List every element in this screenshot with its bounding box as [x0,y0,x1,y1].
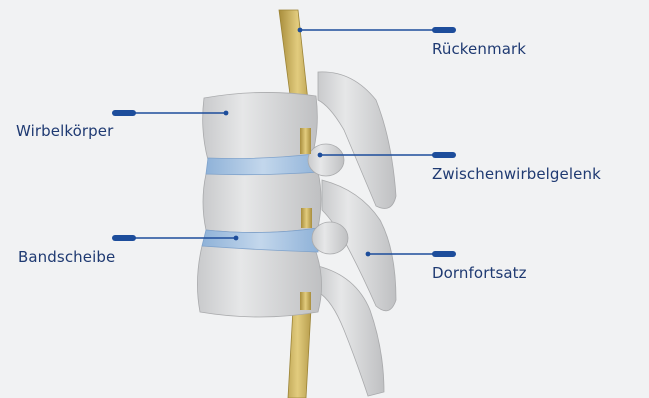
marker-spinous-process [432,251,456,257]
facet-joint-lower [312,222,348,254]
label-vertebral-body: Wirbelkörper [16,122,113,140]
spinal-cord-gap-bottom [300,292,311,310]
marker-vertebral-body [112,110,136,116]
label-spinous-process: Dornfortsatz [432,264,527,282]
dot-facet-joint [318,153,323,158]
facet-joint-upper [308,144,344,176]
marker-spinal-cord [432,27,456,33]
marker-disc [112,235,136,241]
spinal-cord-gap-upper [300,128,311,154]
marker-facet-joint [432,152,456,158]
label-spinal-cord: Rückenmark [432,40,526,58]
dot-disc [234,236,239,241]
spinal-cord-gap-lower [301,208,312,228]
dot-spinous-process [366,252,371,257]
dot-spinal-cord [298,28,303,33]
label-facet-joint: Zwischenwirbelgelenk [432,165,601,183]
label-disc: Bandscheibe [18,248,115,266]
dot-vertebral-body [224,111,229,116]
